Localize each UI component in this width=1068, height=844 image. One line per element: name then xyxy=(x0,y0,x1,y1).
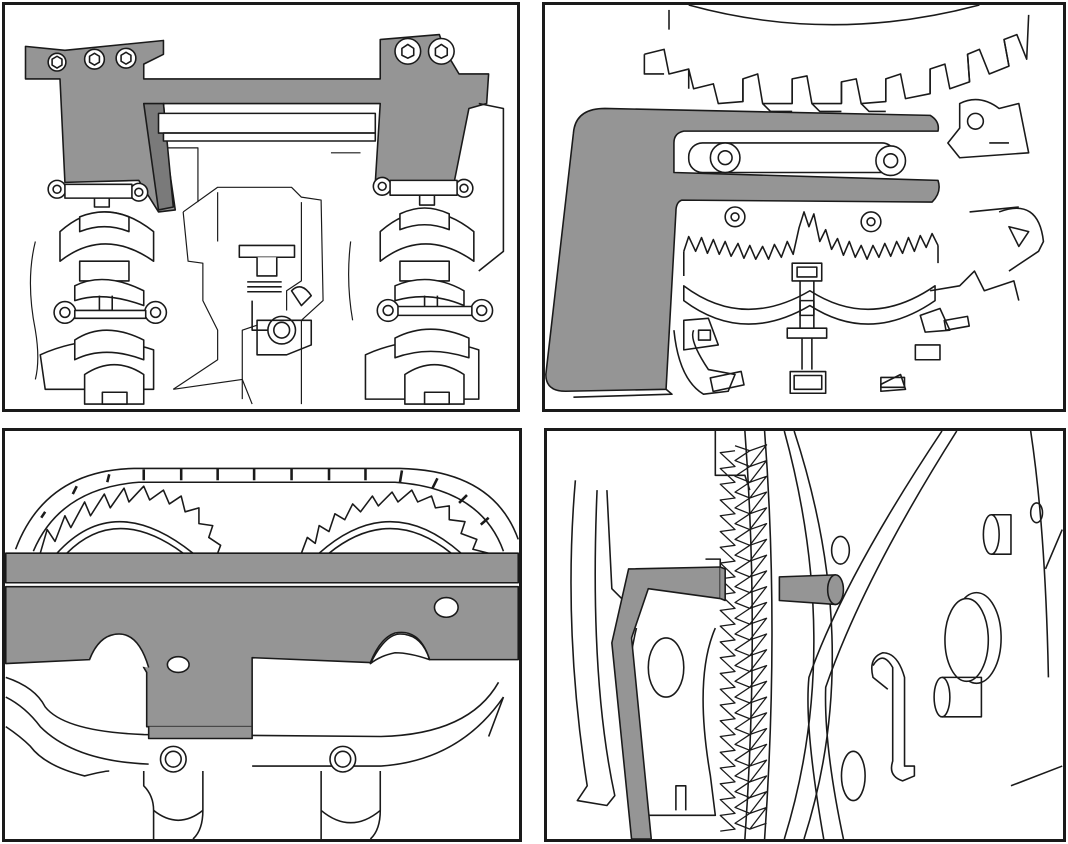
cylinder-head-outline xyxy=(5,603,505,839)
left-camshaft xyxy=(39,179,168,405)
l-shaped-locking-plate xyxy=(545,107,940,398)
panel-2-drawing xyxy=(545,5,1045,398)
flywheel xyxy=(744,431,1063,839)
side-bracket xyxy=(947,98,1045,272)
panel-camshaft-alignment-bracket xyxy=(2,2,520,412)
panel-camshaft-locking-bar xyxy=(2,428,522,842)
left-sprocket xyxy=(39,485,222,554)
locking-pin xyxy=(778,574,845,606)
panel-l-shaped-locking-plate xyxy=(542,2,1066,412)
panel-1-drawing xyxy=(24,33,505,405)
right-sprocket xyxy=(300,489,489,554)
housing-outline xyxy=(570,431,751,817)
alignment-bracket xyxy=(24,33,490,213)
panel-4-drawing xyxy=(570,431,1063,839)
panel-3-drawing xyxy=(5,467,519,839)
camshaft-locking-bar xyxy=(5,552,519,740)
center-pin-assembly xyxy=(238,244,313,356)
lower-sprocket xyxy=(673,206,1020,396)
bracket-bolts xyxy=(47,37,455,72)
engine-outline xyxy=(29,147,361,405)
right-camshaft xyxy=(364,102,505,405)
panel-flywheel-locking-pin xyxy=(544,428,1066,842)
timing-chain xyxy=(14,467,519,552)
locking-lever xyxy=(611,566,726,839)
ring-gear-teeth xyxy=(719,444,768,832)
upper-sprocket xyxy=(643,5,1030,113)
